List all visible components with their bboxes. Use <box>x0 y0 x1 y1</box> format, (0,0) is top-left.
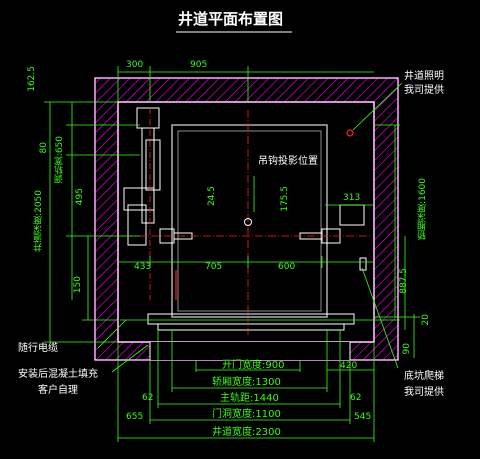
dim-door-opening-width: 门洞宽度:1100 <box>212 409 281 420</box>
grout-fill-sub: 客户自理 <box>38 385 78 396</box>
cwt-weight <box>145 139 161 191</box>
dim-mid-24-5: 24.5 <box>207 186 217 207</box>
dim-top-905: 905 <box>190 60 208 70</box>
dim-62-right: 62 <box>350 393 362 403</box>
traveling-cable-label: 随行电缆 <box>18 343 58 354</box>
ladder-symbol <box>359 257 367 271</box>
grout-fill-label: 安装后混凝土填充 <box>18 369 98 380</box>
dim-left-162-5: 162.5 <box>27 66 37 92</box>
door-sill <box>120 313 400 331</box>
hook-circle <box>244 218 252 226</box>
right-rail-support <box>339 204 365 226</box>
dim-right-313: 313 <box>343 193 361 203</box>
cwt-rail-bracket <box>123 187 155 211</box>
car-inner-outline <box>177 130 322 312</box>
dim-right-20: 20 <box>421 314 431 326</box>
elevator-car <box>171 124 328 318</box>
pit-ladder-sub: 我司提供 <box>404 387 444 398</box>
dim-left-80: 80 <box>39 142 49 154</box>
dim-shaft-depth: 井道深度:2050 <box>34 190 44 252</box>
dim-right-90: 90 <box>402 343 412 355</box>
dim-mid-175-5: 175.5 <box>280 186 290 212</box>
drawing-title: 井道平面布置图 <box>178 10 284 28</box>
dim-bottom-433: 433 <box>134 262 152 272</box>
sill-outer <box>147 313 355 325</box>
dim-62-left: 62 <box>142 393 154 403</box>
dim-bottom-600: 600 <box>278 262 296 272</box>
dim-car-depth: 轿厢深度:1600 <box>418 178 428 240</box>
dim-main-rail: 主轨距:1440 <box>220 393 279 404</box>
dim-left-495: 495 <box>75 188 85 206</box>
door-opening <box>150 342 350 360</box>
dim-bottom-705: 705 <box>205 262 223 272</box>
dim-door-clear-width: 开门宽度:900 <box>222 360 285 371</box>
dim-top-300: 300 <box>126 60 144 70</box>
dimension-lines <box>44 66 420 442</box>
dim-right-420: 420 <box>340 361 358 371</box>
shaft-light-label: 井道照明 <box>404 71 444 82</box>
cwt-lower-frame <box>127 204 147 246</box>
sill-inner <box>157 323 345 331</box>
car-outline <box>171 124 328 318</box>
cwt-frame <box>141 127 155 224</box>
light-leader <box>352 82 403 131</box>
shaft-inner-outline <box>117 101 375 343</box>
centerlines <box>125 110 372 335</box>
cwt-top-bracket <box>136 107 160 129</box>
dim-545: 545 <box>354 412 372 422</box>
hook-position-marker <box>244 176 255 226</box>
pit-ladder-label: 底坑爬梯 <box>404 371 444 382</box>
dim-655: 655 <box>126 412 144 422</box>
hook-position-label: 吊钩投影位置 <box>258 156 318 167</box>
light-circle <box>346 129 354 137</box>
shaft-light-sub: 我司提供 <box>404 85 444 96</box>
dim-left-rail-width: 调轨宽:650 <box>55 136 65 184</box>
note-leaders <box>97 267 399 373</box>
dim-left-150: 150 <box>73 276 83 294</box>
dim-shaft-width: 井道宽度:2300 <box>212 427 281 438</box>
dim-right-887-5: 887.5 <box>399 268 409 294</box>
car-rails <box>159 204 365 244</box>
dim-car-width: 轿厢宽度:1300 <box>212 377 281 388</box>
